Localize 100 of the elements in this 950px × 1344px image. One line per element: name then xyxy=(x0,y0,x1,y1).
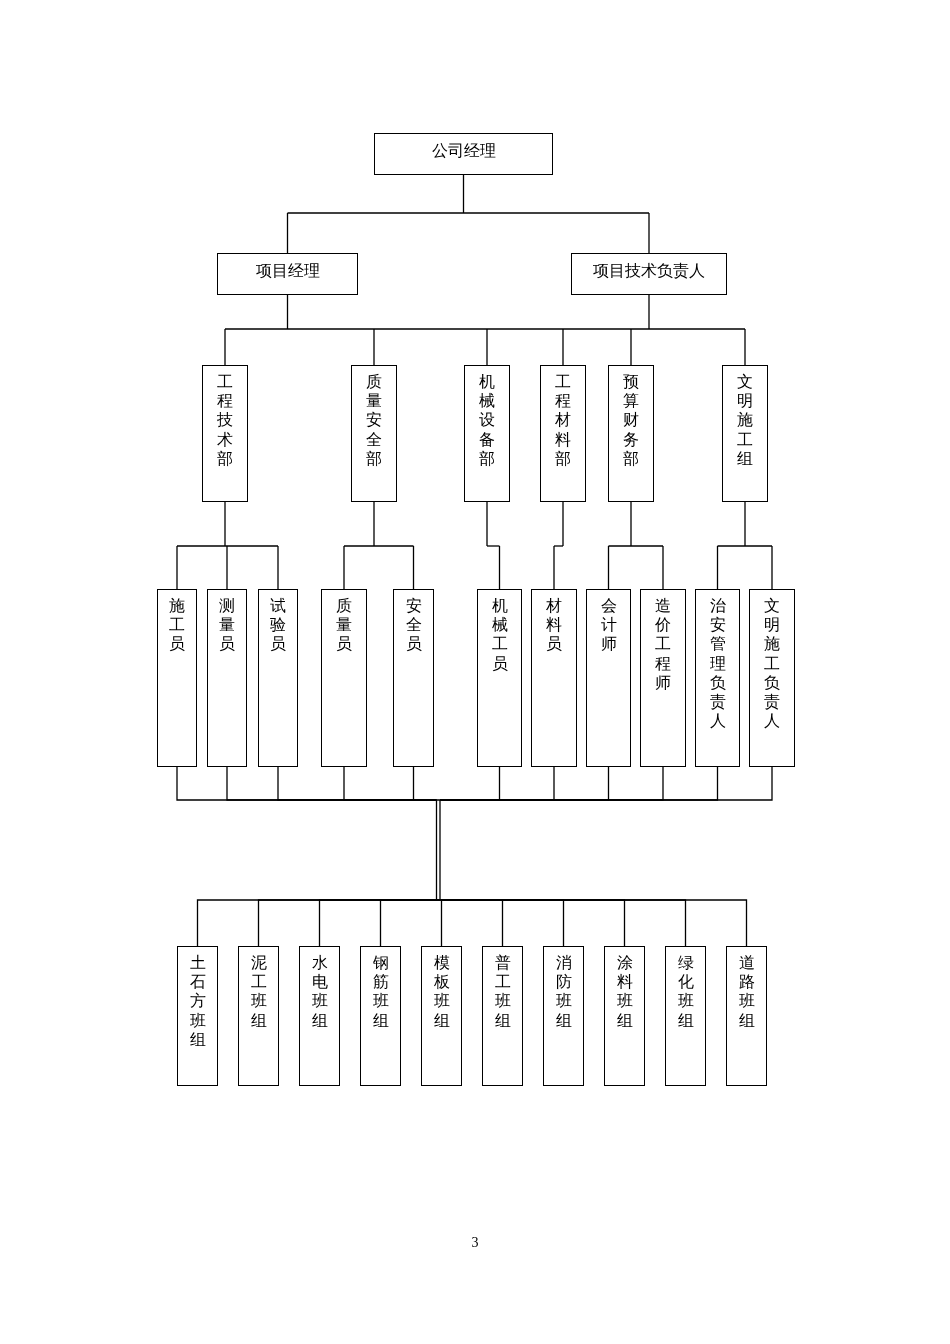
connector-line xyxy=(462,174,465,214)
connector-line xyxy=(435,766,501,801)
box-label: 施工员 xyxy=(169,596,185,654)
box-label: 绿化班组 xyxy=(677,953,694,1030)
box-label: 机械工员 xyxy=(491,596,508,673)
box-label: 普工班组 xyxy=(494,953,511,1030)
org-box xyxy=(665,946,706,1086)
box-label: 工程材料部 xyxy=(555,372,571,468)
connector-line xyxy=(648,212,650,254)
org-box xyxy=(726,946,767,1086)
connector-line xyxy=(562,501,564,547)
org-box xyxy=(695,589,740,767)
org-box xyxy=(531,589,577,767)
box-label: 治安管理负责人 xyxy=(709,596,726,731)
connector-line xyxy=(224,328,746,330)
connector-line xyxy=(630,501,632,547)
org-box xyxy=(374,133,553,175)
connector-line xyxy=(744,328,746,366)
connector-line xyxy=(771,545,773,590)
connector-line xyxy=(277,545,279,590)
connector-line xyxy=(343,545,345,590)
connector-line xyxy=(224,501,226,547)
org-box xyxy=(351,365,397,502)
connector-line xyxy=(224,328,226,366)
connector-line xyxy=(439,799,441,901)
org-box xyxy=(543,946,584,1086)
box-label: 土石方班组 xyxy=(189,953,206,1049)
org-box xyxy=(202,365,248,502)
connector-line xyxy=(373,501,375,547)
box-label: 模板班组 xyxy=(433,953,450,1030)
page-number: 3 xyxy=(470,1234,480,1252)
org-box xyxy=(238,946,279,1086)
connector-line xyxy=(286,212,650,214)
box-label: 道路班组 xyxy=(738,953,755,1030)
org-box xyxy=(177,946,218,1086)
connector-line xyxy=(716,545,719,590)
connector-line xyxy=(562,328,564,366)
connector-line xyxy=(553,545,564,547)
org-box xyxy=(321,589,367,767)
connector-line xyxy=(373,328,375,366)
box-label: 文明施工负责人 xyxy=(764,596,780,731)
box-label: 安全员 xyxy=(405,596,422,654)
connector-line xyxy=(486,501,488,547)
connector-line xyxy=(486,545,501,547)
box-label: 钢筋班组 xyxy=(372,953,389,1030)
box-label: 水电班组 xyxy=(311,953,328,1030)
org-box xyxy=(722,365,768,502)
connector-line xyxy=(630,328,632,366)
org-box xyxy=(207,589,247,767)
connector-line xyxy=(607,545,664,547)
org-box xyxy=(157,589,197,767)
box-label: 机械设备部 xyxy=(479,372,495,468)
connector-line xyxy=(486,328,488,366)
connector-line xyxy=(662,545,664,590)
org-box xyxy=(586,589,631,767)
box-label: 质量安全部 xyxy=(366,372,382,468)
connector-line xyxy=(286,212,289,254)
org-box xyxy=(640,589,686,767)
org-box xyxy=(360,946,401,1086)
box-label: 文明施工组 xyxy=(737,372,753,468)
connector-line xyxy=(498,545,501,590)
connector-line xyxy=(343,545,415,547)
connector-line xyxy=(439,766,773,801)
org-box xyxy=(258,589,298,767)
box-label: 会计师 xyxy=(600,596,617,654)
connector-line xyxy=(553,545,555,590)
connector-line xyxy=(226,545,228,590)
connector-line xyxy=(744,501,746,547)
org-box xyxy=(299,946,340,1086)
org-box xyxy=(477,589,522,767)
connector-line xyxy=(435,799,438,901)
box-label: 涂料班组 xyxy=(616,953,633,1030)
box-label: 测量员 xyxy=(219,596,235,654)
connector-line xyxy=(607,545,610,590)
box-label: 消防班组 xyxy=(555,953,572,1030)
box-label: 项目经理 xyxy=(255,261,320,281)
connector-line xyxy=(286,294,289,330)
connector-line xyxy=(176,545,279,547)
org-box xyxy=(464,365,510,502)
connector-line xyxy=(412,766,438,801)
org-box xyxy=(608,365,654,502)
org-box xyxy=(604,946,645,1086)
box-label: 公司经理 xyxy=(431,141,496,161)
box-label: 造价工程师 xyxy=(655,596,671,692)
box-label: 工程技术部 xyxy=(217,372,233,468)
box-label: 试验员 xyxy=(270,596,286,654)
connector-line xyxy=(176,545,178,590)
org-box xyxy=(393,589,434,767)
connector-line xyxy=(716,545,773,547)
org-box xyxy=(482,946,523,1086)
box-label: 材料员 xyxy=(546,596,562,654)
connector-line xyxy=(648,294,650,330)
org-box xyxy=(749,589,795,767)
org-box xyxy=(571,253,727,295)
box-label: 质量员 xyxy=(336,596,352,654)
box-label: 泥工班组 xyxy=(250,953,267,1030)
org-box xyxy=(421,946,462,1086)
org-box xyxy=(540,365,586,502)
org-box xyxy=(217,253,358,295)
connector-line xyxy=(412,545,415,590)
